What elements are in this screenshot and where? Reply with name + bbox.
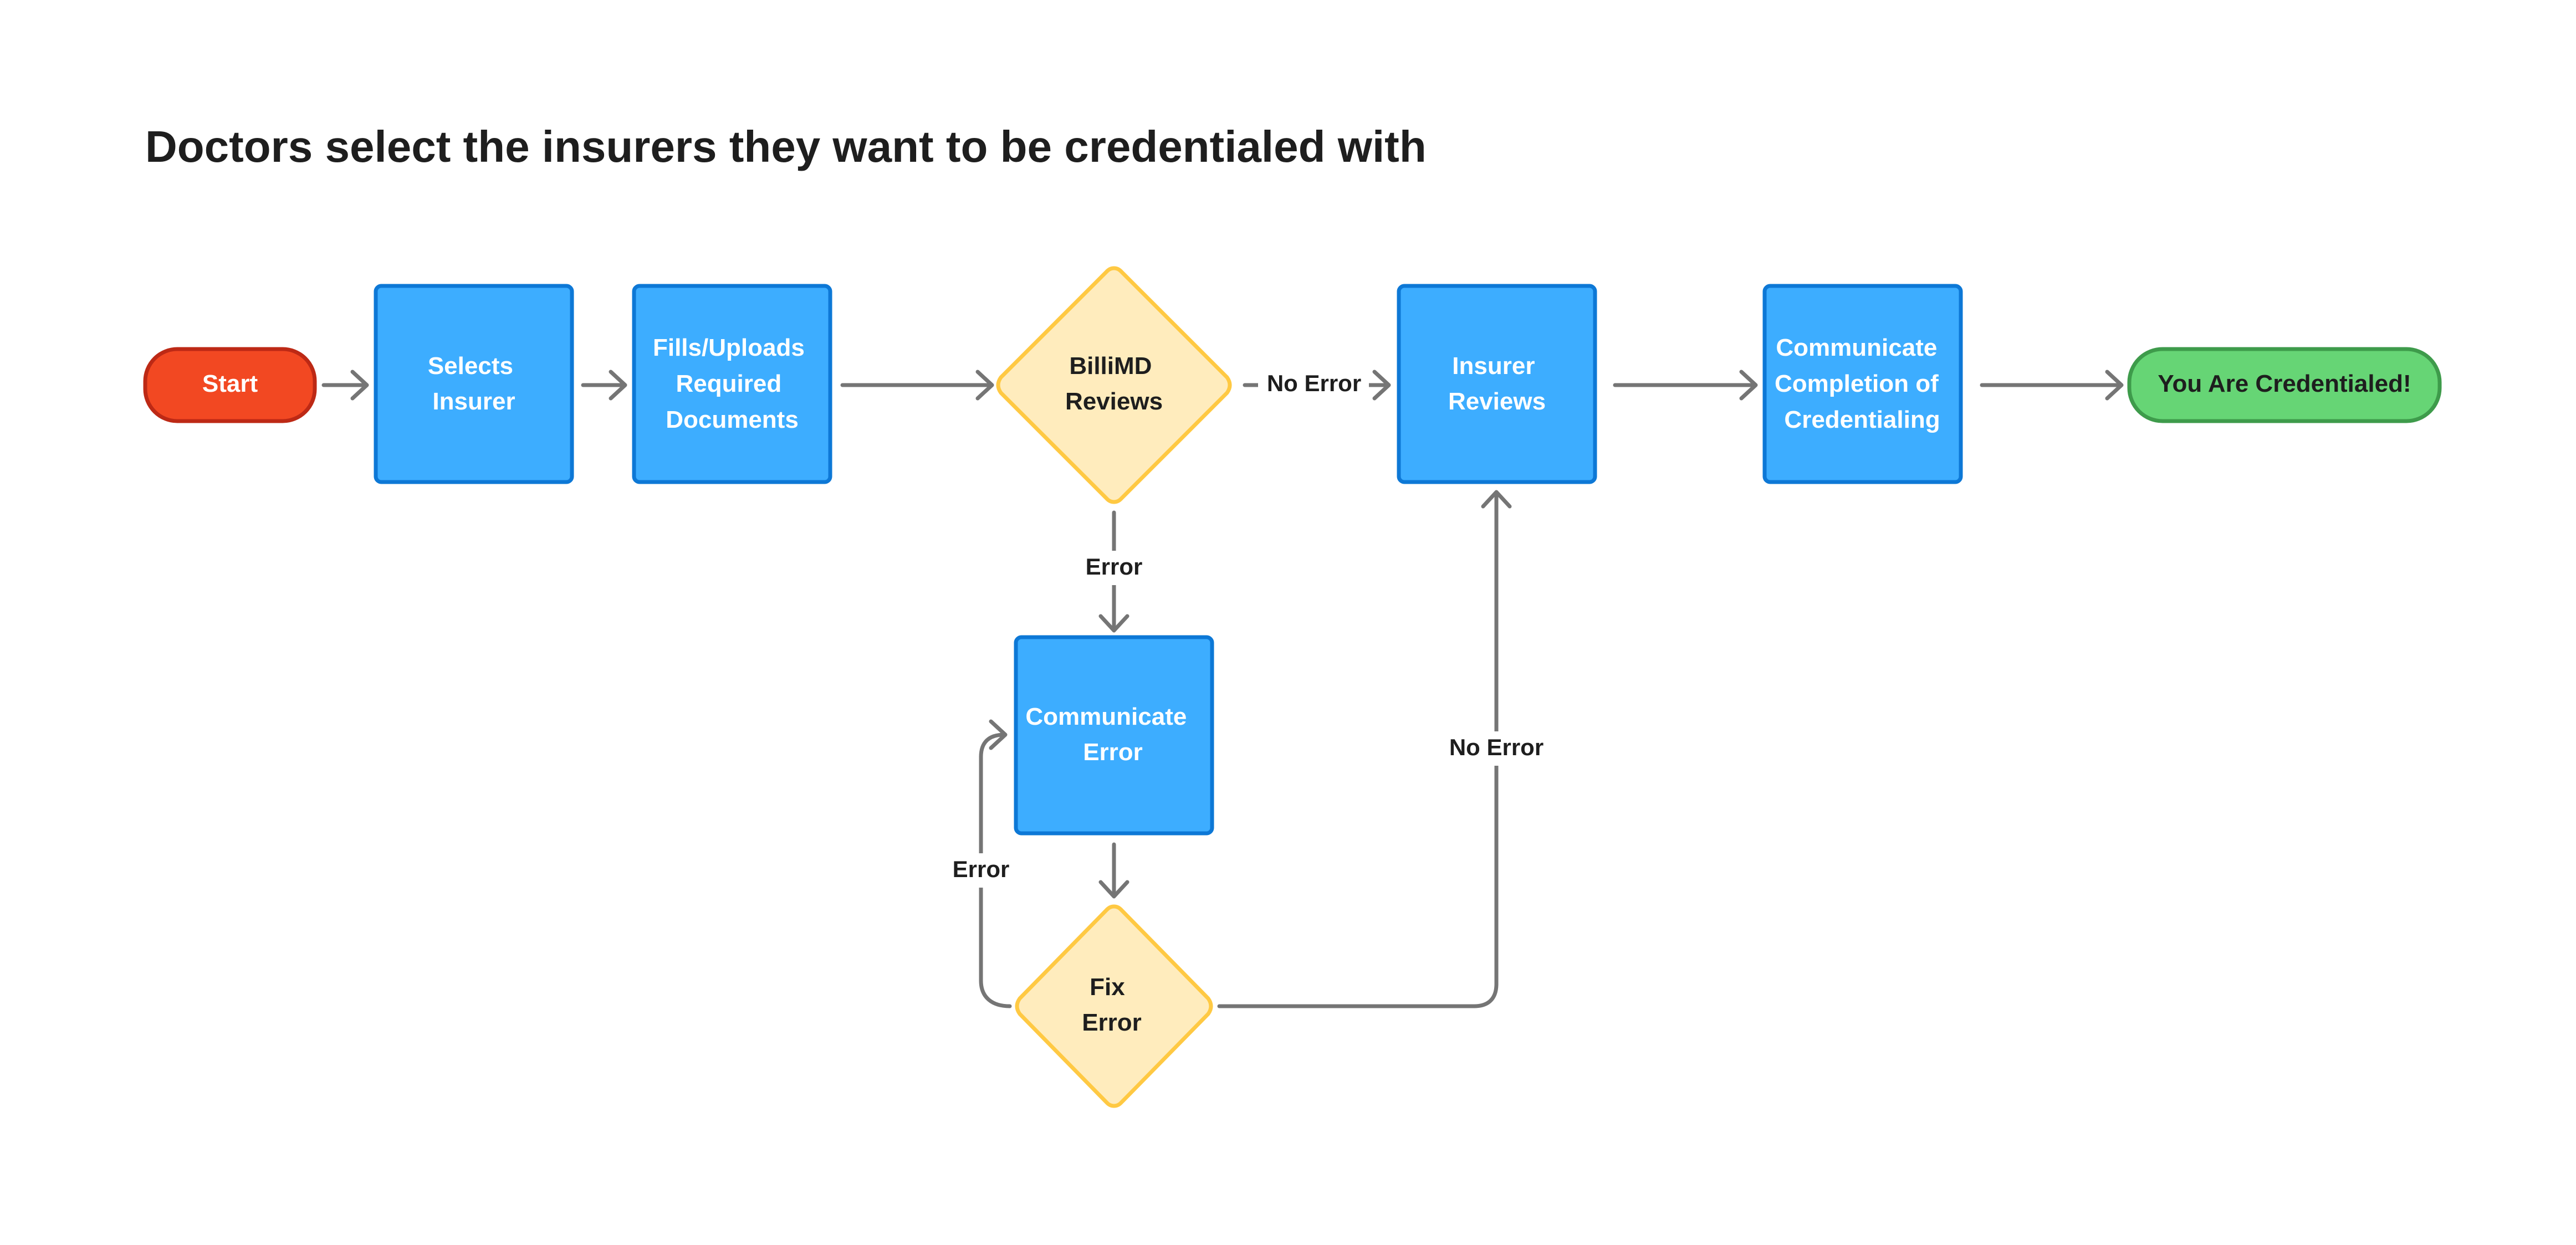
svg-text:Error: Error (1086, 554, 1143, 580)
insurer-reviews-label: Insurer Reviews (1448, 352, 1546, 415)
svg-text:No Error: No Error (1449, 734, 1543, 760)
insurer-reviews-node[interactable]: Insurer Reviews (1397, 284, 1597, 484)
edge-completion-to-credentialed (1980, 370, 2124, 401)
edge-label-error-loop: Error (944, 853, 1018, 888)
fix-error-label: Fix Error (1082, 974, 1142, 1036)
edge-labels: No Error Error Error No Error (944, 368, 1552, 888)
fix-error-node[interactable]: Fix Error (1015, 904, 1213, 1108)
page-title: Doctors select the insurers they want to… (145, 122, 1427, 171)
start-node[interactable]: Start (143, 347, 317, 423)
edge-fix-error-loop (979, 719, 1012, 1008)
edge-communicate-error-to-fix-error (1098, 842, 1129, 899)
edge-insurer-to-communicate-completion (1613, 370, 1758, 401)
edge-label-error-down: Error (1077, 551, 1151, 585)
billimd-reviews-label: BilliMD Reviews (1065, 352, 1163, 415)
edge-start-to-selects-insurer (321, 370, 369, 401)
edge-label-no-error-top: No Error (1258, 368, 1369, 402)
start-label: Start (202, 370, 258, 397)
communicate-error-label: Communicate Error (1025, 703, 1193, 766)
edge-selects-insurer-to-fills-uploads (581, 370, 627, 401)
credentialed-label: You Are Credentialed! (2158, 370, 2411, 397)
communicate-error-node[interactable]: Communicate Error (1014, 635, 1214, 836)
edge-label-no-error-up: No Error (1441, 731, 1552, 766)
edge-fills-uploads-to-billimd-reviews (840, 370, 994, 401)
fills-uploads-node[interactable]: Fills/Uploads Required Documents (632, 284, 832, 484)
credentialed-node[interactable]: You Are Credentialed! (2127, 347, 2442, 423)
svg-text:No Error: No Error (1267, 370, 1361, 396)
communicate-completion-node[interactable]: Communicate Completion of Credentialing (1762, 284, 1963, 484)
communicate-completion-label: Communicate Completion of Credentialing (1775, 334, 1945, 433)
svg-text:Error: Error (953, 856, 1010, 882)
billimd-reviews-node[interactable]: BilliMD Reviews (996, 266, 1232, 504)
selects-insurer-node[interactable]: Selects Insurer (374, 284, 574, 484)
fills-uploads-label: Fills/Uploads Required Documents (653, 334, 811, 433)
selects-insurer-label: Selects Insurer (428, 352, 520, 415)
edge-fix-error-to-insurer-reviews (1217, 490, 1512, 1008)
